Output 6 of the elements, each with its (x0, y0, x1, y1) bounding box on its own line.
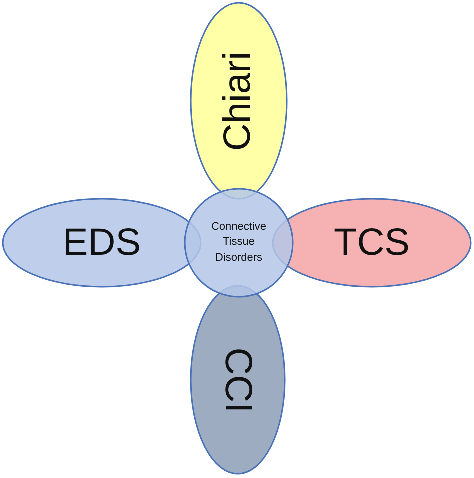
node-label: CCI (216, 347, 260, 413)
center-circle (184, 188, 294, 298)
node-label: Chiari (218, 51, 260, 151)
node-label: EDS (62, 222, 142, 264)
node-label: TCS (334, 222, 410, 264)
node-label: Connective Tissue Disorders (210, 220, 268, 266)
